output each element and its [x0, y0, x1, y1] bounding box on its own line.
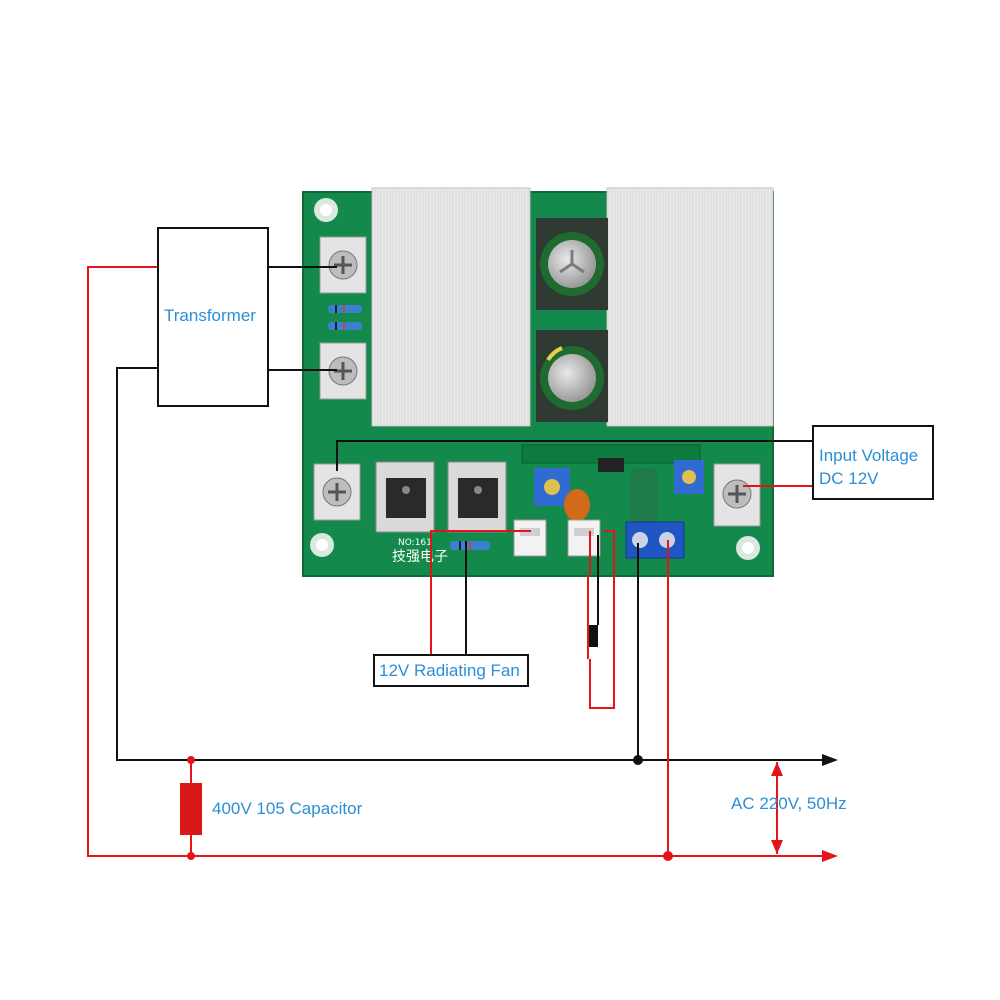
black-wires — [116, 266, 822, 761]
capacitor-label: 400V 105 Capacitor — [212, 799, 363, 818]
junction-dot-capacitor-bottom — [187, 852, 195, 860]
pcb-model-silkscreen: NO:161 — [398, 538, 432, 548]
inverter-pcb: 技强电子 NO:161 — [302, 187, 774, 577]
wire-fan-red — [430, 530, 531, 655]
resistor-r1 — [328, 305, 362, 313]
input-voltage-label-line2: DC 12V — [819, 469, 879, 488]
wire-transformer-output-neutral — [116, 367, 822, 761]
junction-dot-live — [663, 851, 673, 861]
fan-label-box: 12V Radiating Fan — [373, 654, 529, 687]
regulator-heatsink-left — [375, 461, 435, 533]
junction-dot-neutral — [633, 755, 643, 765]
junction-dot-capacitor-top — [187, 756, 195, 764]
left-heatsink — [371, 187, 531, 427]
screw-terminal-top — [319, 236, 367, 294]
pcb-brand-silkscreen: 技强电子 — [392, 549, 448, 565]
input-voltage-label-line1: Input Voltage — [819, 446, 919, 465]
transformer-label: Transformer — [164, 306, 256, 325]
wire-dc-input-negative — [336, 440, 819, 471]
control-board — [521, 444, 704, 524]
switch-connector — [567, 519, 601, 557]
transformer-box: Transformer — [157, 227, 269, 407]
arrow-neutral-output — [822, 754, 838, 766]
arrow-voltage-down — [771, 840, 783, 854]
electrolytic-capacitor-bottom — [536, 330, 608, 422]
filter-capacitor — [630, 468, 658, 524]
mounting-hole-bottom-left — [310, 533, 334, 557]
screw-terminal-right — [713, 463, 761, 527]
arrow-voltage-up — [771, 762, 783, 776]
resistor-bottom — [450, 541, 490, 550]
fan-connector — [513, 519, 547, 557]
electrolytic-capacitor-top — [536, 218, 608, 310]
input-voltage-box: Input Voltage DC 12V — [812, 425, 934, 500]
right-heatsink — [606, 187, 774, 427]
screw-terminal-lower-left — [313, 463, 361, 521]
push-switch — [589, 625, 598, 647]
resistor-r2 — [328, 322, 362, 330]
ceramic-capacitor — [564, 489, 590, 521]
mounting-hole-bottom-right — [736, 536, 760, 560]
regulator-heatsink-right — [447, 461, 507, 533]
fan-label: 12V Radiating Fan — [379, 661, 520, 680]
wire-transformer-output-live — [87, 266, 822, 857]
arrow-live-output — [822, 850, 838, 862]
mounting-hole-top-left — [314, 198, 338, 222]
capacitor-400v — [180, 783, 202, 835]
wire-switch-loop — [589, 530, 615, 709]
ac-output-label: AC 220V, 50Hz — [731, 794, 847, 813]
output-terminal-block — [625, 521, 685, 559]
